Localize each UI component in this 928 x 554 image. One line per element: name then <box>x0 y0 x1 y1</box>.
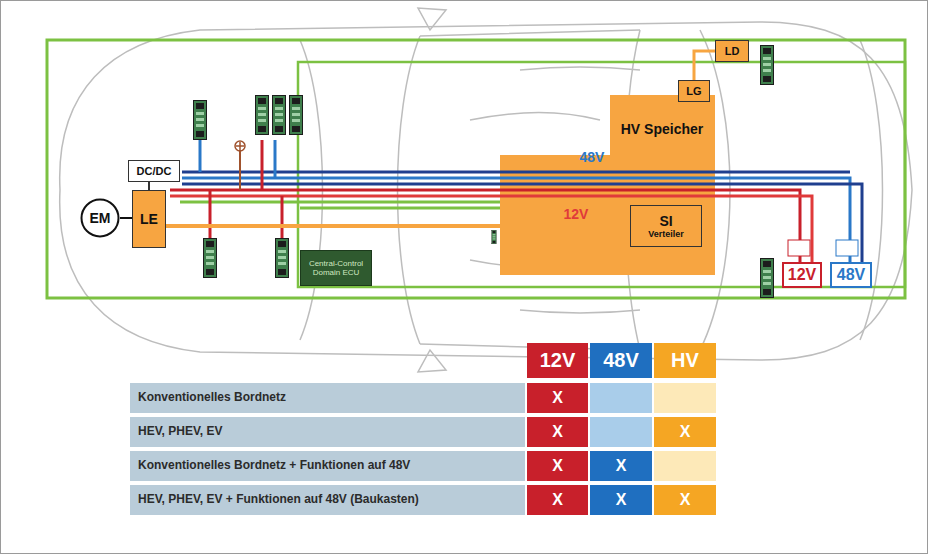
battery-sensor <box>836 240 858 256</box>
table-cell: X <box>527 485 588 515</box>
distributor-box: SIVerteiler <box>630 205 702 247</box>
connector-line <box>120 217 132 219</box>
voltage-label: 12V <box>556 205 596 223</box>
table-cell: X <box>654 485 716 515</box>
table-row-label: HEV, PHEV, EV + Funktionen auf 48V (Bauk… <box>130 485 525 515</box>
node-text: LD <box>725 45 740 58</box>
node-text: LG <box>686 85 701 98</box>
table-cell: X <box>654 417 716 447</box>
table-cell: X <box>590 451 652 481</box>
network-ring <box>47 40 905 298</box>
node-text: EM <box>90 210 111 226</box>
wire-harness <box>170 140 862 262</box>
table-cell: X <box>527 417 588 447</box>
control-module <box>194 46 774 298</box>
motor-circle: EM <box>80 198 120 238</box>
car-outline <box>60 8 912 372</box>
fuse-symbol <box>236 142 244 150</box>
charger-box: LG <box>678 80 710 102</box>
table-grid <box>130 343 716 515</box>
voltage-label: 48V <box>572 148 612 166</box>
node-text: 48V <box>837 266 865 284</box>
table-cell: X <box>527 383 588 413</box>
node-text: 12V <box>788 266 816 284</box>
table-cell: X <box>527 451 588 481</box>
node-text: DC/DC <box>137 165 172 178</box>
converter-box: DC/DC <box>128 160 180 182</box>
connector-line <box>166 224 630 228</box>
domain-ecu-box: Central-Control Domain ECU <box>300 250 372 286</box>
charger-box: LD <box>715 40 749 62</box>
table-header: 48V <box>590 343 652 378</box>
battery-12v: 12V <box>782 262 822 288</box>
table-header: HV <box>654 343 716 378</box>
node-text: Central-Control Domain ECU <box>304 259 368 277</box>
connector-line <box>148 182 150 190</box>
table-header: 12V <box>527 343 588 378</box>
node-text: HV Speicher <box>621 121 703 137</box>
storage-area: HV Speicher <box>612 104 712 154</box>
node-text: SI <box>659 213 672 229</box>
battery-sensor <box>788 240 810 256</box>
fuse-symbol <box>235 141 245 151</box>
table-row-label: HEV, PHEV, EV <box>130 417 525 447</box>
node-text: Verteiler <box>648 229 684 239</box>
table-row-label: Konventionelles Bordnetz + Funktionen au… <box>130 451 525 481</box>
table-cell: X <box>590 485 652 515</box>
power-electronics-box: LE <box>132 190 166 248</box>
table-row-label: Konventionelles Bordnetz <box>130 383 525 413</box>
network-ring <box>298 62 905 287</box>
node-text: LE <box>140 211 158 227</box>
connector-line <box>694 51 715 80</box>
battery-48v: 48V <box>830 262 872 288</box>
